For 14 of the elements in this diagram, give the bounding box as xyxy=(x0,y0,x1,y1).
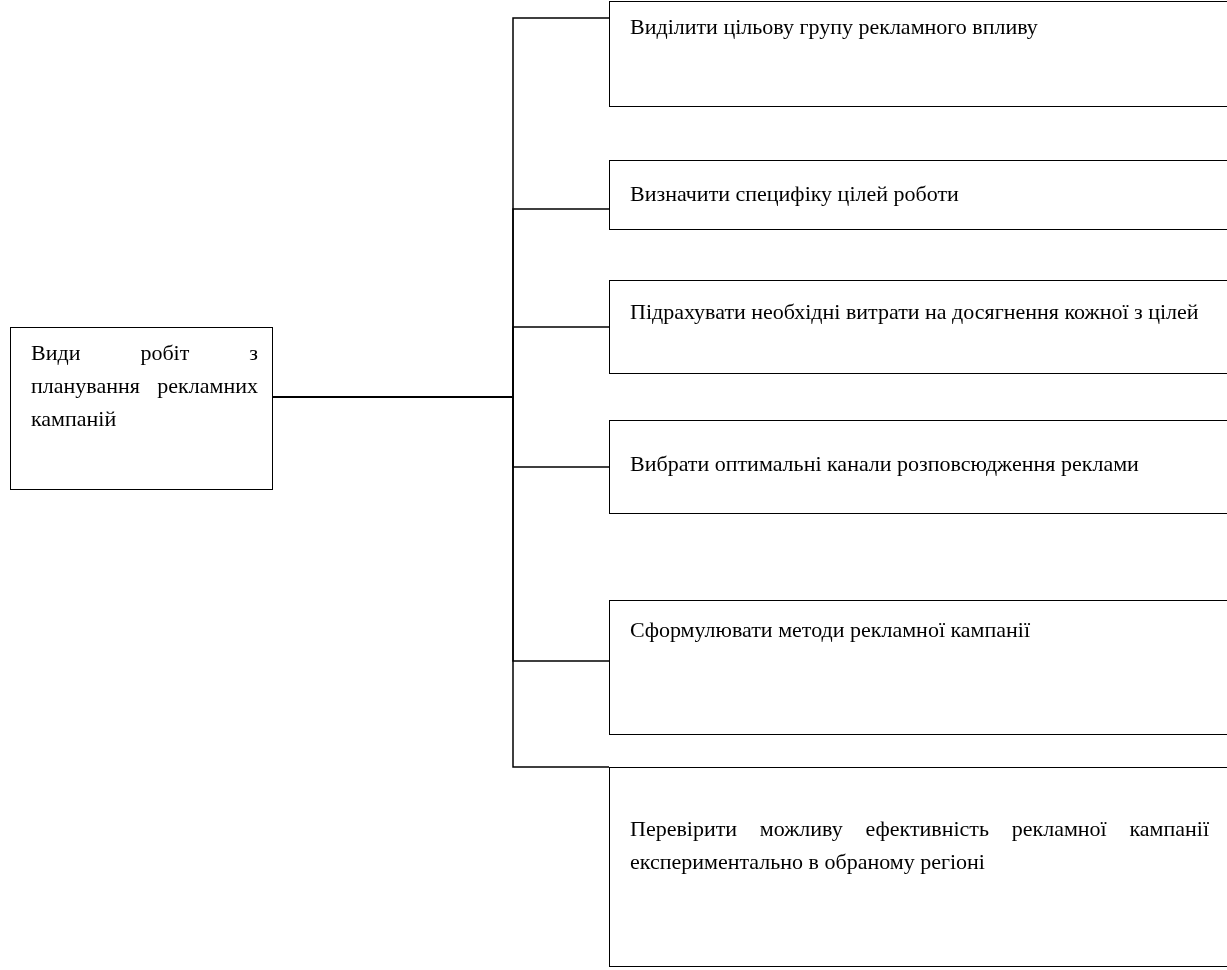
box-text: Сформулювати методи рекламної кампанії xyxy=(630,616,1032,644)
box-text: Вибрати оптимальні канали розповсюдження реклами xyxy=(630,450,1140,478)
box-text: Перевірити можливу ефективність рекламної кампанії експериментально в обраному регіоні xyxy=(630,815,1209,876)
box-text: Виділити цільову групу рекламного впливу xyxy=(630,13,1039,41)
task-box xyxy=(609,600,1227,735)
box-text: Види робіт з планування рекламних кампаній xyxy=(31,339,258,433)
task-box xyxy=(609,1,1227,107)
root-box xyxy=(10,327,273,490)
task-box xyxy=(609,420,1227,514)
task-box xyxy=(609,160,1227,230)
task-box xyxy=(609,767,1227,967)
box-text: Підрахувати необхідні витрати на досягнення кожної з цілей xyxy=(630,298,1200,326)
box-text: Визначити специфіку цілей роботи xyxy=(630,180,960,208)
task-box xyxy=(609,280,1227,374)
